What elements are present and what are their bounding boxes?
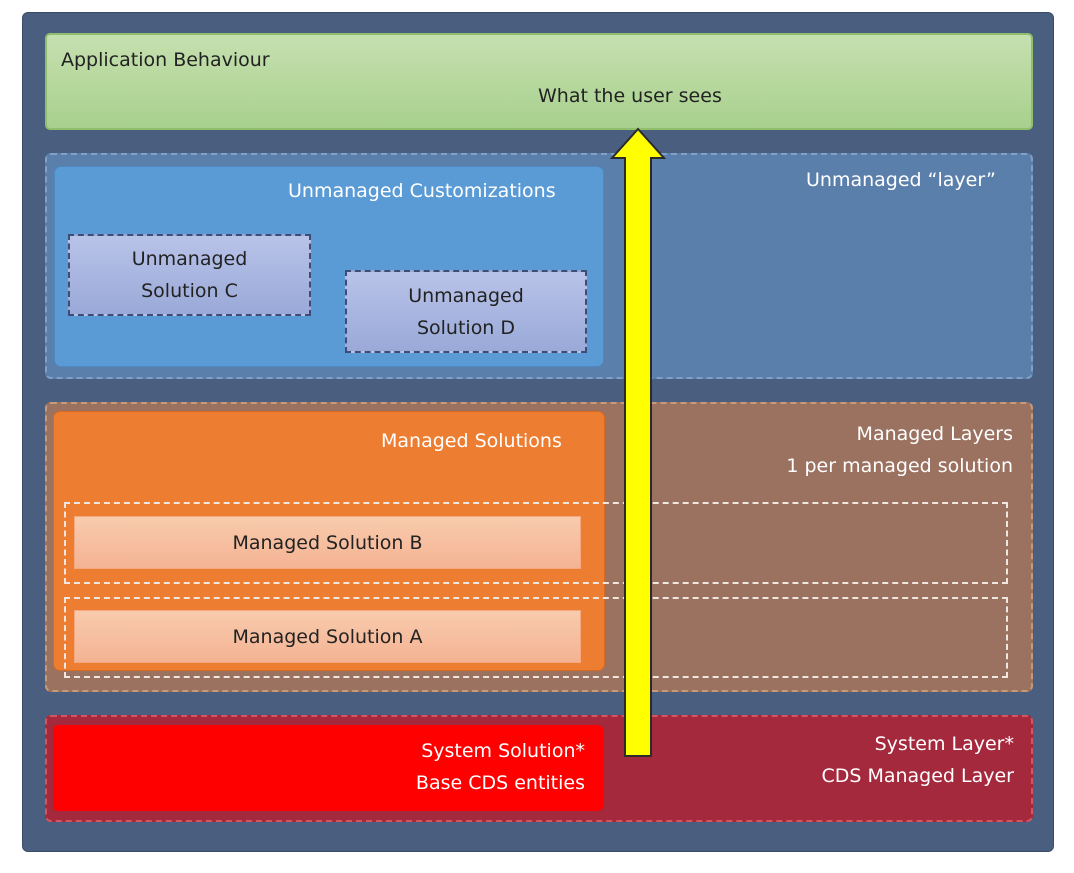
system-solution-label-line1: System Solution* [421, 740, 585, 762]
system-solution-label: System Solution* Base CDS entities [330, 735, 585, 799]
system-solution-label-line2: Base CDS entities [415, 772, 585, 794]
unmanaged-solution-c-line1: Unmanaged [131, 248, 248, 270]
application-behaviour-layer: Application Behaviour What the user sees [45, 33, 1033, 130]
system-solution-box [53, 725, 603, 811]
unmanaged-solution-d-line2: Solution D [416, 316, 516, 339]
unmanaged-customizations-label: Unmanaged Customizations [288, 180, 556, 202]
unmanaged-solution-c: Unmanaged Solution C [68, 234, 311, 316]
managed-solution-b-label: Managed Solution B [232, 531, 423, 554]
application-behaviour-title: Application Behaviour [61, 49, 270, 71]
managed-layers-label: Managed Layers 1 per managed solution [700, 418, 1013, 482]
managed-layer-row-b [64, 502, 1008, 584]
managed-layer-row-a [64, 597, 1008, 678]
system-layer-label-line1: System Layer* [874, 733, 1014, 755]
unmanaged-solution-d-line1: Unmanaged [408, 284, 524, 307]
what-user-sees-label: What the user sees [538, 85, 722, 107]
managed-solution-a-label: Managed Solution A [232, 625, 423, 648]
managed-solutions-label: Managed Solutions [381, 430, 562, 452]
system-layer-label-line2: CDS Managed Layer [821, 765, 1014, 787]
system-layer-label: System Layer* CDS Managed Layer [760, 728, 1014, 792]
managed-solution-a: Managed Solution A [74, 610, 581, 663]
upward-arrow-icon [609, 127, 667, 757]
unmanaged-solution-d: Unmanaged Solution D [345, 270, 587, 353]
managed-solution-b: Managed Solution B [74, 516, 581, 569]
unmanaged-solution-c-line2: Solution C [141, 280, 238, 302]
managed-layers-label-line2: 1 per managed solution [786, 455, 1013, 477]
unmanaged-layer-label: Unmanaged “layer” [806, 169, 996, 191]
managed-layers-label-line1: Managed Layers [856, 423, 1013, 445]
